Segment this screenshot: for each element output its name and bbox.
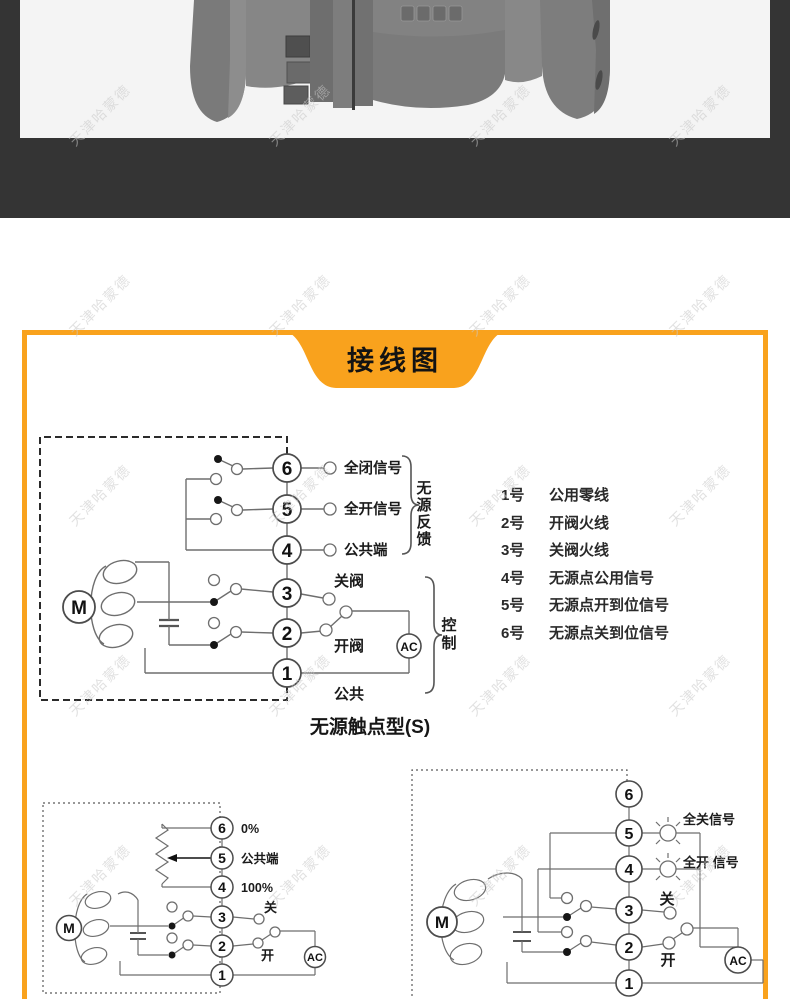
label-close-valve: 关阀 [334,572,364,590]
main-wiring-diagram: M AC 6 5 4 3 2 1 全闭信号 全开信号 公共端 关阀 开阀 公共 [39,436,457,703]
valve-photo [190,0,610,122]
terminal-4: 4 [625,862,634,879]
label-100-percent: 100% [241,881,273,895]
terminal-number: 6号 [501,624,525,642]
banner-tab: 接线图 [280,330,510,388]
terminal-desc: 开阀火线 [549,514,610,532]
lamp-icons [655,817,681,881]
close-signal-lamp-icon [655,817,681,845]
terminal-6: 6 [625,787,634,804]
motor-symbol: M [62,590,96,624]
terminal-circles: 6 5 4 3 2 1 [272,453,302,688]
label-common: 公共 [334,686,364,703]
terminal-2: 2 [625,940,634,957]
label-0-percent: 0% [241,822,259,836]
list-item: 2号 开阀火线 [501,509,669,537]
terminal-5: 5 [218,850,226,866]
ac-source-symbol: AC [396,633,422,659]
terminal-desc: 无源点关到位信号 [549,624,670,642]
contact-points [207,455,353,649]
product-photo-section [0,0,790,138]
label-full-close-signal: 全关信号 [682,812,735,827]
label-close: 关 [264,900,277,915]
banner-tab-shape [280,330,510,388]
label-full-open-signal: 全开 信号 [682,855,739,870]
contact-points [560,891,694,956]
contact-points [166,901,281,959]
ac-label: AC [729,954,747,968]
terminal-3: 3 [282,584,293,605]
terminal-desc: 公用零线 [549,487,610,505]
terminal-number: 4号 [501,569,525,587]
feedback-char-2: 源 [416,496,431,514]
page-edge-right [770,0,790,138]
terminal-desc: 无源点公用信号 [549,569,655,587]
terminal-desc: 关阀火线 [549,542,610,560]
ac-label: AC [307,952,323,964]
feedback-char-1: 无 [415,480,431,497]
terminal-4: 4 [218,879,226,895]
label-open-valve: 开阀 [334,637,364,655]
lamp-wiring-diagram: M AC 6 5 4 3 2 1 全关信号 全开 信号 关 开 [411,769,764,999]
control-char-1: 控 [441,616,456,634]
terminal-circles: 6 5 4 3 2 1 [615,780,643,997]
label-full-close-signal: 全闭信号 [343,459,402,477]
diagram-labels: 0% 公共端 100% 关 开 [241,822,279,963]
terminal-3: 3 [625,903,634,920]
ac-source-symbol: AC [303,945,327,969]
ac-source-symbol: AC [724,946,752,974]
banner-title: 接线图 [347,346,443,376]
motor-symbol: M [426,906,458,938]
terminal-6: 6 [218,820,226,836]
terminal-desc: 无源点开到位信号 [549,597,670,615]
terminal-number: 5号 [501,597,525,615]
valve-silhouette [190,0,610,122]
wiring-lines [42,802,316,994]
diagram-labels: 全闭信号 全开信号 公共端 关阀 开阀 公共 无 源 反 馈 控 制 [334,459,457,703]
motor-label: M [435,913,449,932]
open-signal-lamp-icon [655,853,681,881]
label-common-terminal: 公共端 [344,541,388,559]
terminal-circles: 6 5 4 3 2 1 [210,816,234,987]
motor-label: M [63,920,75,936]
terminal-1: 1 [218,967,226,983]
terminal-2: 2 [282,624,293,645]
list-item: 4号 无源点公用信号 [501,564,669,592]
terminal-5: 5 [625,826,634,843]
list-item: 5号 无源点开到位信号 [501,591,669,619]
terminal-5: 5 [282,500,293,521]
motor-symbol: M [55,914,83,942]
terminal-1: 1 [282,664,293,685]
terminal-2: 2 [218,938,226,954]
label-open: 开 [660,952,675,969]
page-edge-left [0,0,20,138]
wiring-lines [411,769,764,999]
potentiometer-wiring-diagram: M AC 6 5 4 3 2 1 0% 公共端 100% 关 开 [42,802,327,994]
control-char-2: 制 [441,634,456,652]
label-open: 开 [261,948,274,963]
label-common-terminal: 公共端 [241,851,279,866]
terminal-number: 2号 [501,514,525,532]
wiring-lines [39,436,443,701]
list-item: 3号 关阀火线 [501,536,669,564]
label-full-open-signal: 全开信号 [343,500,402,518]
feedback-char-4: 馈 [415,530,431,548]
diagram-labels: 全关信号 全开 信号 关 开 [659,812,738,969]
terminal-number: 3号 [501,542,525,560]
separator-band [0,138,790,218]
wiring-card: 接线图 [22,330,768,999]
terminal-1: 1 [625,976,634,993]
label-close: 关 [659,890,674,908]
terminal-6: 6 [282,459,293,480]
terminal-number: 1号 [501,487,525,505]
terminal-4: 4 [282,541,293,562]
feedback-char-3: 反 [416,514,431,531]
list-item: 1号 公用零线 [501,481,669,509]
list-item: 6号 无源点关到位信号 [501,619,669,647]
terminal-description-list: 1号 公用零线 2号 开阀火线 3号 关阀火线 4号 无源点公用信号 5号 无源点开到位信… [501,481,669,646]
motor-label: M [71,598,87,619]
diagram-caption: 无源触点型(S) [309,717,431,738]
ac-label: AC [400,640,418,654]
terminal-3: 3 [218,909,226,925]
